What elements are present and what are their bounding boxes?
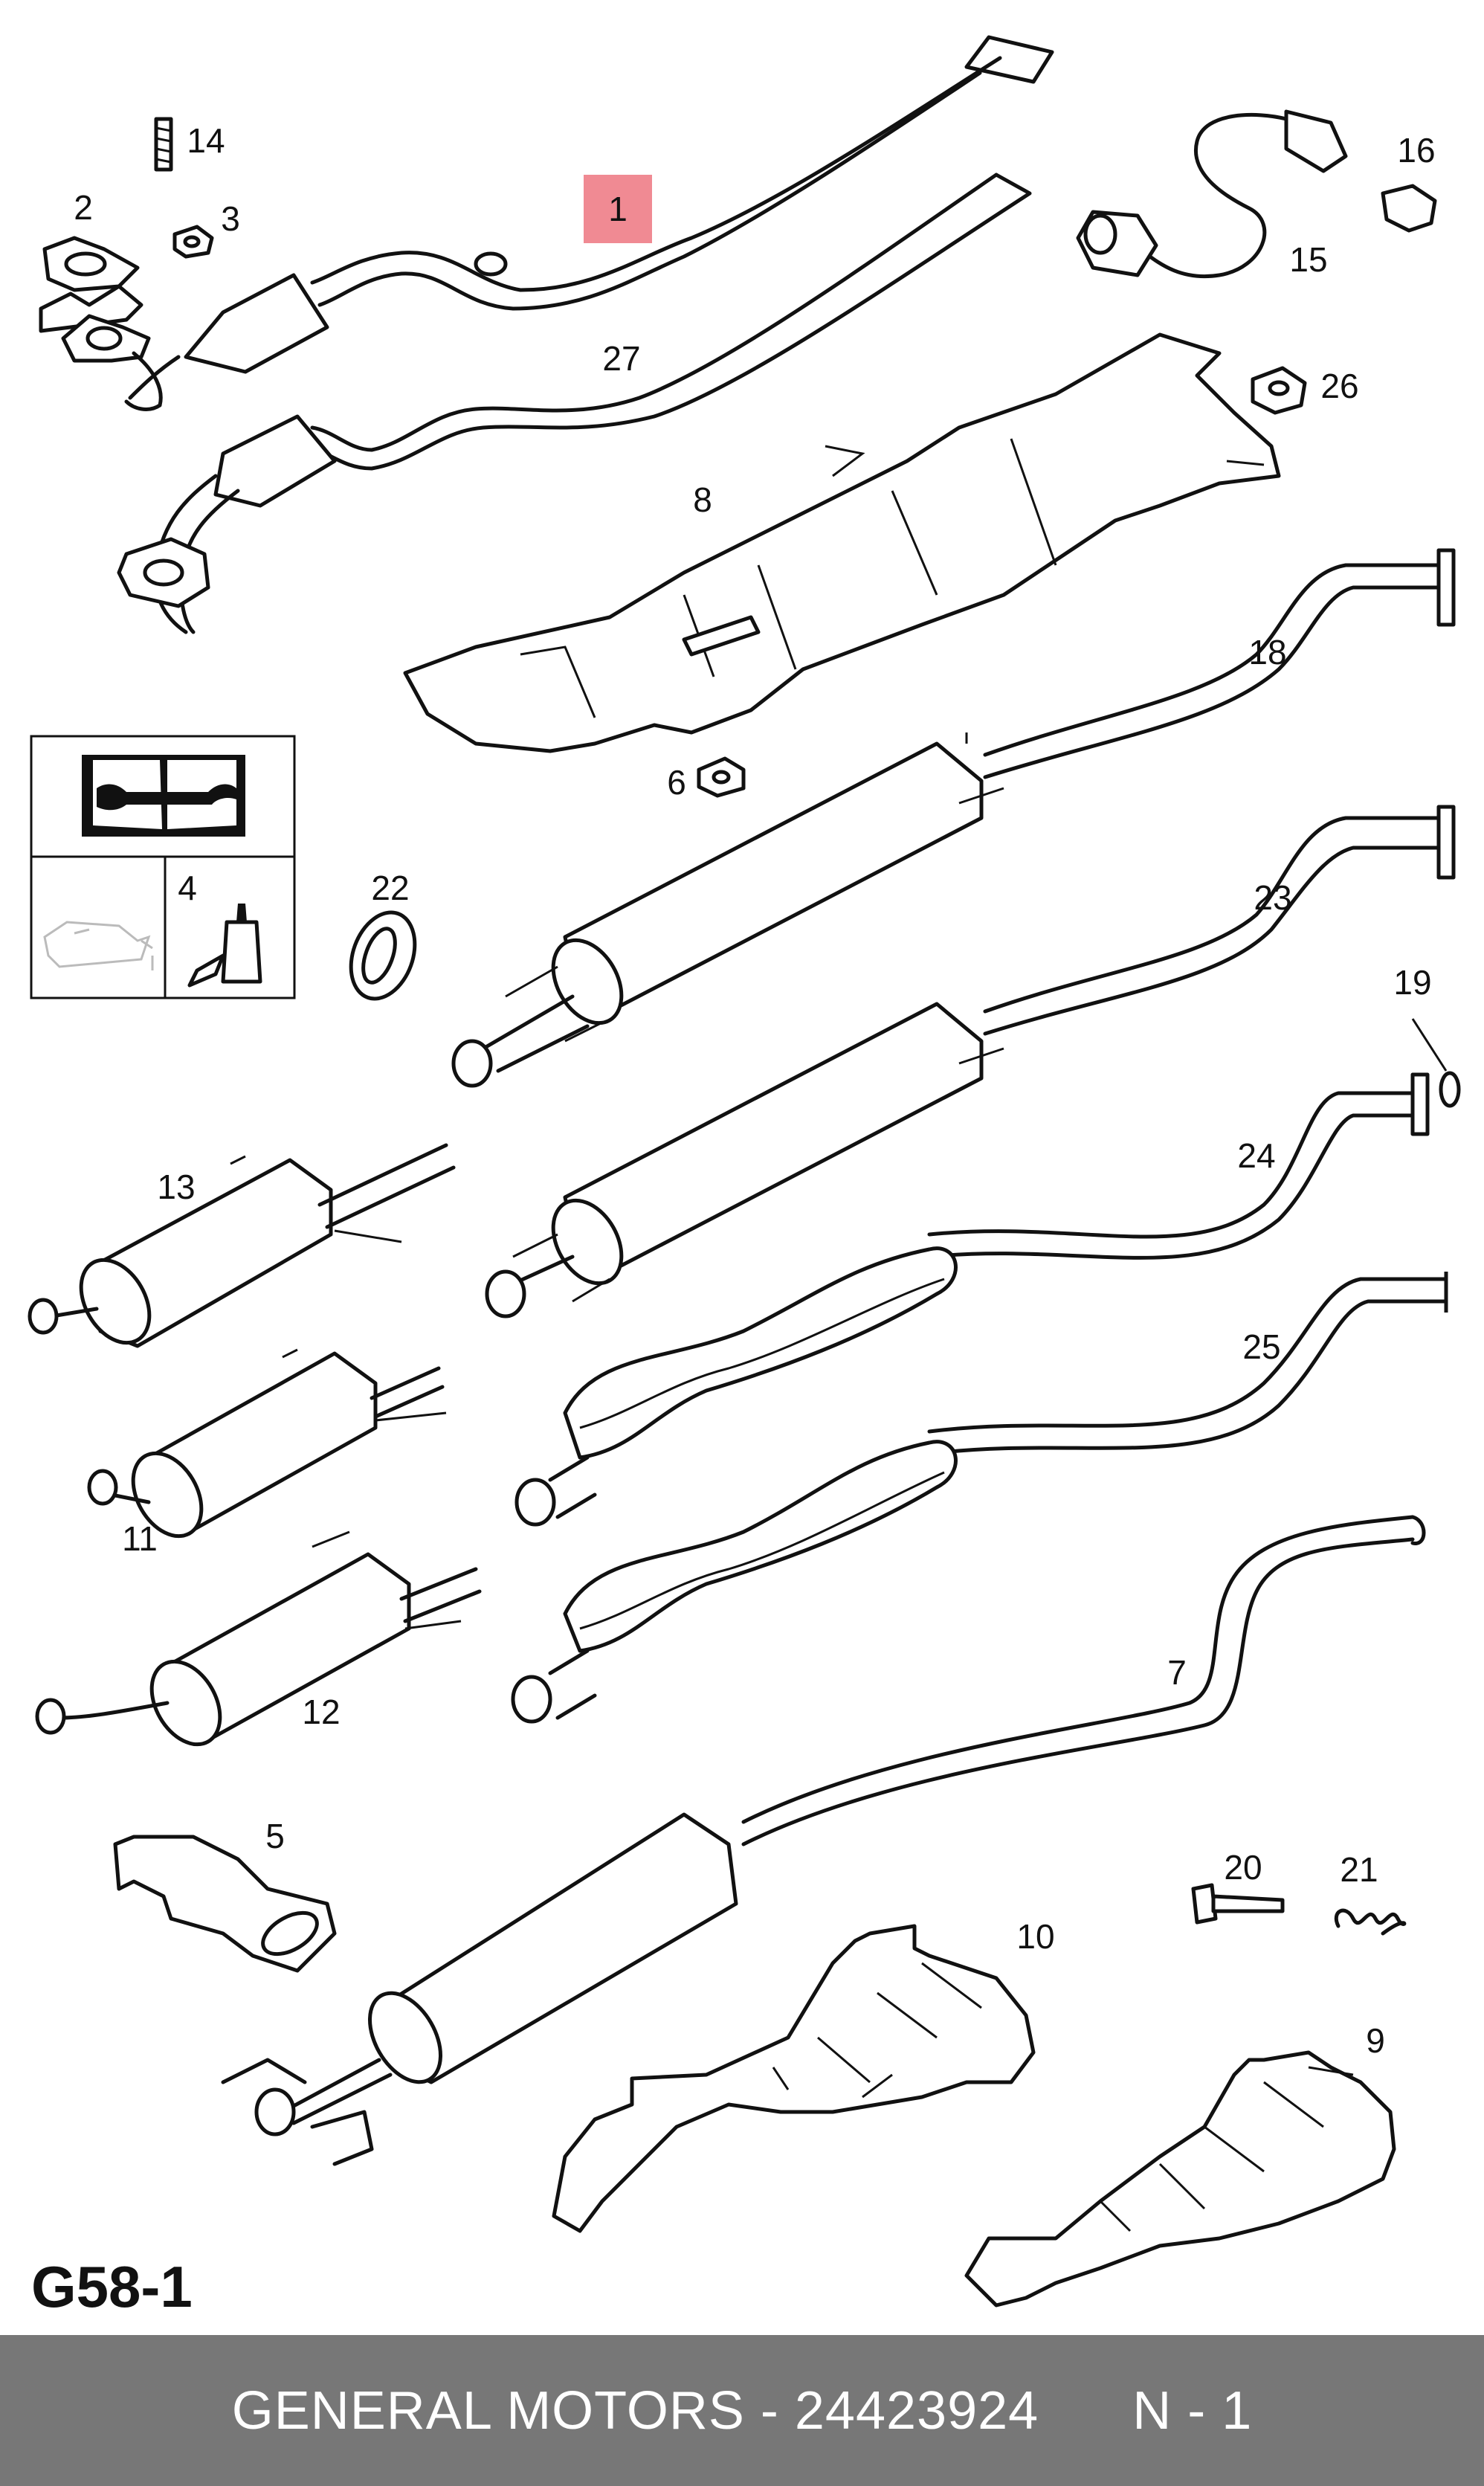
center-muffler-part-25[interactable]: [511, 1272, 1448, 1724]
callout-8: 8: [693, 480, 712, 519]
callout-6: 6: [667, 763, 686, 802]
nut-part-26[interactable]: [1251, 366, 1307, 415]
center-muffler-part-23[interactable]: [485, 805, 1456, 1318]
heat-shield-part-8[interactable]: [403, 332, 1281, 753]
heat-shield-part-9[interactable]: [964, 2050, 1396, 2308]
front-pipe-part-27[interactable]: [117, 173, 1032, 634]
callout-3: 3: [221, 199, 240, 238]
callout-2: 2: [74, 188, 93, 227]
callout-5: 5: [265, 1817, 285, 1855]
rear-muffler-part-11[interactable]: [87, 1348, 447, 1548]
oxygen-sensor-part-15[interactable]: [1076, 109, 1348, 279]
rear-muffler-part-7[interactable]: [221, 1515, 1426, 2166]
clamp-part-5[interactable]: [113, 1835, 337, 1973]
repair-manual-icon: [82, 755, 245, 837]
highlight-box: [584, 175, 652, 243]
callout-22: 22: [371, 869, 409, 907]
footer-bar: GENERAL MOTORS - 24423924 N - 1: [0, 2335, 1484, 2486]
callout-20: 20: [1224, 1848, 1262, 1887]
footer-part-number: GENERAL MOTORS - 24423924 N - 1: [231, 2380, 1253, 2441]
callout-7: 7: [1167, 1653, 1187, 1692]
callout-21: 21: [1340, 1850, 1378, 1889]
callout-24: 24: [1237, 1136, 1275, 1175]
bolt-part-20[interactable]: [1191, 1883, 1285, 1925]
rubber-hanger-part-22[interactable]: [340, 904, 426, 1008]
callout-9: 9: [1366, 2021, 1385, 2060]
nut-part-6[interactable]: [697, 756, 746, 798]
callout-27: 27: [602, 339, 640, 378]
callout-23: 23: [1254, 878, 1291, 917]
callout-18: 18: [1248, 633, 1286, 672]
callout-15: 15: [1289, 240, 1327, 279]
center-muffler-part-18[interactable]: [451, 548, 1456, 1088]
callout-10: 10: [1016, 1917, 1054, 1956]
heat-shield-part-10[interactable]: [552, 1924, 1036, 2233]
callout-14: 14: [187, 121, 225, 160]
center-muffler-part-24[interactable]: [514, 1072, 1430, 1527]
callout-4: 4: [178, 869, 197, 907]
oil-can-icon: [43, 921, 154, 970]
callout-25: 25: [1242, 1327, 1280, 1366]
rear-muffler-part-12[interactable]: [35, 1530, 482, 1756]
callout-1: 1: [608, 190, 628, 228]
service-info-box: [30, 735, 296, 999]
nut-part-3[interactable]: [172, 225, 214, 259]
diagram-code-label: G58-1: [31, 2254, 193, 2319]
callout-19: 19: [1393, 963, 1431, 1002]
front-pipe-part-1[interactable]: [39, 35, 1054, 411]
callout-13: 13: [157, 1168, 195, 1206]
exhaust-parts-diagram: 1 2 3 4 5 6 7 8 9 10 11 12 13 14 15 16 1…: [28, 35, 1461, 2319]
gasket-part-2[interactable]: [42, 236, 140, 292]
callout-12: 12: [302, 1693, 340, 1731]
sensor-cap-part-16[interactable]: [1381, 184, 1437, 233]
sealant-tube-icon: [187, 904, 262, 988]
rear-muffler-part-13[interactable]: [28, 1143, 456, 1355]
callout-16: 16: [1397, 131, 1435, 170]
callout-11: 11: [122, 1519, 158, 1558]
stud-part-14[interactable]: [154, 117, 173, 172]
callout-26: 26: [1320, 367, 1358, 405]
gasket-part-19[interactable]: [1411, 1018, 1461, 1108]
spring-part-21[interactable]: [1334, 1908, 1407, 1936]
